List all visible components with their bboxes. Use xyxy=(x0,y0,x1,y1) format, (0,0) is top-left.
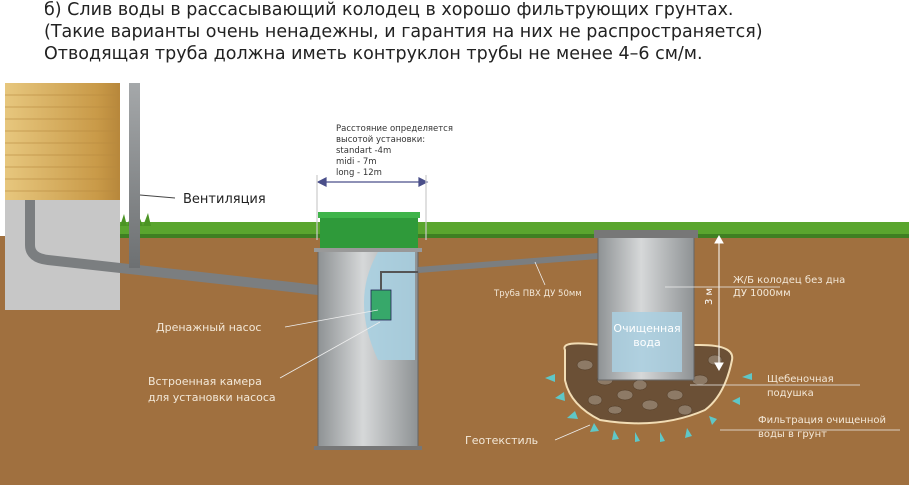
house-foundation xyxy=(5,200,120,310)
depth-label: 3 м xyxy=(704,288,715,305)
distance-arrow xyxy=(316,175,429,240)
svg-text:Расстояние определяется: Расстояние определяется xyxy=(336,124,453,134)
gravel-label-1: Щебеночная xyxy=(767,374,834,385)
house-wall-wood xyxy=(5,83,120,200)
ventilation-label: Вентиляция xyxy=(183,192,266,207)
distance-note: Расстояние определяется высотой установк… xyxy=(336,124,453,178)
gravel-label-2: подушка xyxy=(767,388,814,399)
filtration-arrows xyxy=(545,373,752,442)
pipe-label: Труба ПВХ ДУ 50мм xyxy=(493,289,582,299)
concrete-well xyxy=(594,230,698,381)
septic-tank xyxy=(314,212,422,450)
ventilation-pipe xyxy=(129,83,140,268)
filtration-label-2: воды в грунт xyxy=(758,429,827,440)
svg-text:standart -4m: standart -4m xyxy=(336,146,391,156)
header-line-1: б) Слив воды в рассасывающий колодец в х… xyxy=(44,0,734,20)
chamber-label-1: Встроенная камера xyxy=(148,375,262,388)
soil xyxy=(0,236,909,485)
clean-water-label-2: вода xyxy=(633,336,661,349)
svg-text:midi - 7m: midi - 7m xyxy=(336,157,377,167)
drain-pipe xyxy=(25,200,319,295)
outflow-pipe xyxy=(417,253,599,273)
clean-water-label-1: Очищенная xyxy=(613,322,680,335)
well-label-1: Ж/Б колодец без дна xyxy=(733,275,845,286)
grass xyxy=(120,212,909,238)
header-line-3: Отводящая труба должна иметь контруклон … xyxy=(44,44,703,64)
well-label-2: ДУ 1000мм xyxy=(733,288,791,299)
filtration-label-1: Фильтрация очищенной xyxy=(758,415,886,426)
svg-text:long - 12m: long - 12m xyxy=(336,168,382,178)
depth-marker xyxy=(714,234,724,372)
pump-icon xyxy=(370,289,392,321)
geotextile-label: Геотекстиль xyxy=(465,434,538,447)
header-line-2: (Такие варианты очень ненадежны, и гаран… xyxy=(44,22,763,42)
pump-label: Дренажный насос xyxy=(156,321,261,334)
chamber-label-2: для установки насоса xyxy=(148,391,276,404)
tank-lid xyxy=(320,214,418,248)
svg-text:высотой установки:: высотой установки: xyxy=(336,135,425,145)
